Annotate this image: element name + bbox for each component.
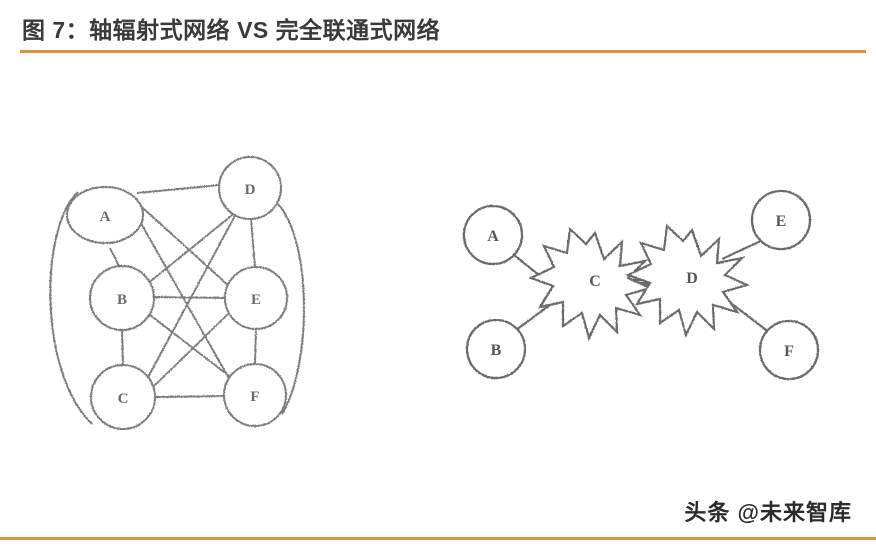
node-B	[89, 265, 155, 331]
node-label-D: D	[245, 182, 256, 198]
edge-B-F	[149, 314, 234, 380]
page-title: 图 7：轴辐射式网络 VS 完全联通式网络	[22, 17, 441, 43]
node-A-right	[462, 204, 524, 266]
site-watermark: 头条 @未来智库	[684, 500, 852, 525]
edge-B-D	[146, 211, 237, 285]
edge-A-E	[132, 198, 230, 287]
node-E	[224, 266, 288, 330]
figure-canvas: A B C D E F	[0, 52, 876, 492]
left-nodes	[66, 156, 288, 430]
edge-C-E	[151, 313, 229, 389]
node-label-E: E	[251, 292, 261, 308]
left-network-group	[49, 156, 305, 430]
node-label-A-right: A	[487, 228, 499, 245]
left-edges	[49, 184, 305, 425]
edge-B-C	[121, 329, 124, 366]
figure-header: 图 7：轴辐射式网络 VS 完全联通式网络	[0, 0, 876, 53]
edge-D-F	[277, 203, 305, 415]
right-node-labels: A B E F C D	[487, 213, 794, 360]
node-label-C: C	[118, 391, 129, 407]
left-node-labels: A B C D E F	[100, 182, 261, 407]
edge-D-E	[250, 218, 256, 268]
edge-D-E-right	[721, 239, 764, 260]
hub-node-C	[528, 226, 654, 342]
node-label-A: A	[100, 209, 111, 225]
node-C	[90, 364, 156, 430]
edge-B-E	[153, 296, 226, 299]
edge-E-F	[254, 328, 257, 365]
node-D	[218, 156, 282, 220]
node-B-right	[465, 318, 527, 380]
footer-divider	[0, 537, 876, 540]
node-F-right	[758, 319, 820, 381]
edge-A-D	[136, 184, 221, 194]
edge-A-C	[49, 191, 93, 425]
hub-node-D	[625, 223, 751, 339]
node-label-F-right: F	[784, 343, 794, 360]
right-spoke-nodes	[462, 189, 820, 381]
right-hub-nodes	[528, 223, 751, 342]
edge-C-F	[154, 395, 225, 398]
node-label-B: B	[117, 292, 127, 308]
node-A	[66, 186, 144, 244]
hub-label-D: D	[686, 270, 698, 287]
edge-A-B	[109, 247, 120, 267]
node-label-E-right: E	[776, 213, 787, 230]
network-diagram-svg: A B C D E F	[49, 156, 820, 430]
right-network-group	[462, 189, 820, 381]
edge-A-F	[129, 203, 232, 383]
node-label-B-right: B	[491, 342, 502, 359]
node-label-F: F	[250, 389, 259, 405]
node-F	[223, 363, 287, 427]
hub-label-C: C	[589, 273, 601, 290]
node-E-right	[750, 189, 812, 251]
edge-C-D	[145, 211, 238, 382]
header-divider	[20, 50, 866, 53]
